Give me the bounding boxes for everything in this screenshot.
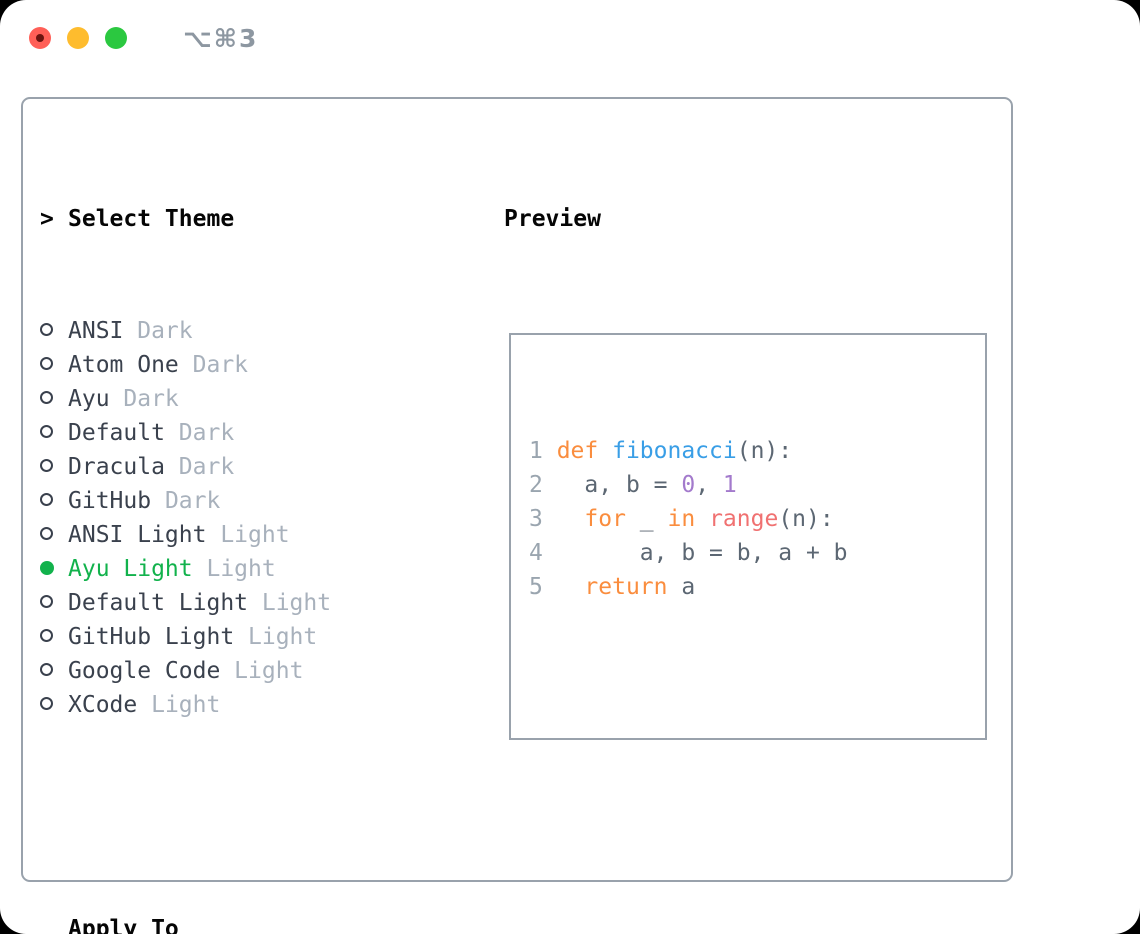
- radio-unselected-icon: [40, 518, 68, 552]
- theme-option[interactable]: GitHub Light Light: [40, 620, 504, 654]
- theme-variant-label: Dark: [164, 454, 235, 480]
- theme-option[interactable]: ANSI Light Light: [40, 518, 504, 552]
- theme-option[interactable]: ANSI Dark: [40, 314, 504, 348]
- theme-option[interactable]: Google Code Light: [40, 654, 504, 688]
- code-token-plain: _: [625, 506, 668, 532]
- titlebar: ⌥⌘3: [29, 23, 259, 53]
- minimize-button[interactable]: [67, 27, 89, 49]
- code-token-keyword: return: [584, 574, 668, 600]
- theme-option[interactable]: Default Light Light: [40, 586, 504, 620]
- code-line: 2 a, b = 0, 1: [529, 468, 985, 502]
- select-theme-header: Select Theme: [68, 206, 235, 232]
- preview-header: Preview: [504, 206, 601, 232]
- code-token-plain: ,: [695, 472, 723, 498]
- theme-name: Atom One: [68, 352, 179, 378]
- theme-name: Default: [68, 420, 165, 446]
- theme-name: ANSI Light: [68, 522, 207, 548]
- line-number: 3: [529, 506, 557, 532]
- code-token-plain: a, b =: [556, 472, 682, 498]
- code-line: 1 def fibonacci(n):: [529, 434, 985, 468]
- apply-to-header-row: Apply To: [40, 912, 504, 934]
- theme-name: Default Light: [68, 590, 249, 616]
- radio-unselected-icon: [40, 620, 68, 654]
- focus-caret: >: [40, 206, 54, 232]
- radio-unselected-icon: [40, 382, 68, 416]
- theme-variant-label: Light: [220, 658, 304, 684]
- radio-unselected-icon: [40, 654, 68, 688]
- theme-variant-label: Dark: [178, 352, 249, 378]
- theme-option[interactable]: Atom One Dark: [40, 348, 504, 382]
- radio-unselected-icon: [40, 314, 68, 348]
- code-token-plain: a: [667, 574, 696, 600]
- theme-name: Ayu Light: [68, 556, 193, 582]
- theme-variant-label: Light: [248, 590, 332, 616]
- theme-name: GitHub: [68, 488, 152, 514]
- preview-column: Preview 1 def fibonacci(n):2 a, b = 0, 1…: [504, 150, 1011, 880]
- apply-to-indent: [40, 912, 68, 934]
- code-token-keyword: for: [584, 506, 626, 532]
- code-token-number: 1: [722, 472, 737, 498]
- line-number: 2: [529, 472, 557, 498]
- close-button[interactable]: [29, 27, 51, 49]
- radio-unselected-icon: [40, 484, 68, 518]
- code-token-plain: (n):: [778, 506, 834, 532]
- theme-variant-label: Light: [137, 692, 221, 718]
- preview-header-row: Preview: [504, 202, 1011, 236]
- theme-option[interactable]: XCode Light: [40, 688, 504, 722]
- code-token-function: fibonacci: [612, 438, 737, 464]
- theme-name: Dracula: [68, 454, 165, 480]
- theme-option[interactable]: Ayu Light Light: [40, 552, 504, 586]
- theme-name: Ayu: [68, 386, 110, 412]
- radio-unselected-icon: [40, 348, 68, 382]
- theme-option[interactable]: GitHub Dark: [40, 484, 504, 518]
- theme-name: XCode: [68, 692, 138, 718]
- select-theme-header-row: > Select Theme: [40, 202, 504, 236]
- theme-variant-label: Light: [192, 556, 276, 582]
- radio-unselected-icon: [40, 688, 68, 722]
- radio-selected-icon: [40, 552, 68, 586]
- code-line: 3 for _ in range(n):: [529, 502, 985, 536]
- code-token-keyword: in: [667, 506, 696, 532]
- theme-name: Google Code: [68, 658, 221, 684]
- radio-unselected-icon: [40, 586, 68, 620]
- theme-variant-label: Light: [234, 624, 318, 650]
- theme-option[interactable]: Default Dark: [40, 416, 504, 450]
- line-number: 5: [529, 574, 557, 600]
- theme-variant-label: Dark: [164, 420, 235, 446]
- code-line: 4 a, b = b, a + b: [529, 536, 985, 570]
- theme-variant-label: Dark: [109, 386, 179, 412]
- code-token-plain: [557, 506, 585, 532]
- code-token-number: 0: [681, 472, 696, 498]
- code-token-plain: a, b = b, a + b: [556, 540, 848, 566]
- theme-name: GitHub Light: [68, 624, 235, 650]
- code-token-plain: (n):: [736, 438, 793, 464]
- code-token-plain: [695, 506, 709, 532]
- theme-name: ANSI: [68, 318, 124, 344]
- radio-unselected-icon: [40, 450, 68, 484]
- theme-variant-label: Dark: [151, 488, 221, 514]
- code-line: 5 return a: [529, 570, 985, 604]
- line-number: 4: [529, 540, 557, 566]
- radio-unselected-icon: [40, 416, 68, 450]
- theme-variant-label: Light: [206, 522, 290, 548]
- code-token-keyword: def: [556, 438, 613, 464]
- spacer: [529, 656, 985, 690]
- theme-variant-label: Dark: [123, 318, 193, 344]
- window-title: ⌥⌘3: [183, 23, 259, 53]
- spacer: [40, 800, 504, 834]
- maximize-button[interactable]: [105, 27, 127, 49]
- code-token-plain: [557, 574, 585, 600]
- theme-option[interactable]: Dracula Dark: [40, 450, 504, 484]
- code-token-special: range: [709, 506, 779, 532]
- line-number: 1: [529, 438, 557, 464]
- apply-to-header: Apply To: [68, 916, 179, 934]
- unsaved-changes-dot: [36, 34, 44, 42]
- theme-option[interactable]: Ayu Dark: [40, 382, 504, 416]
